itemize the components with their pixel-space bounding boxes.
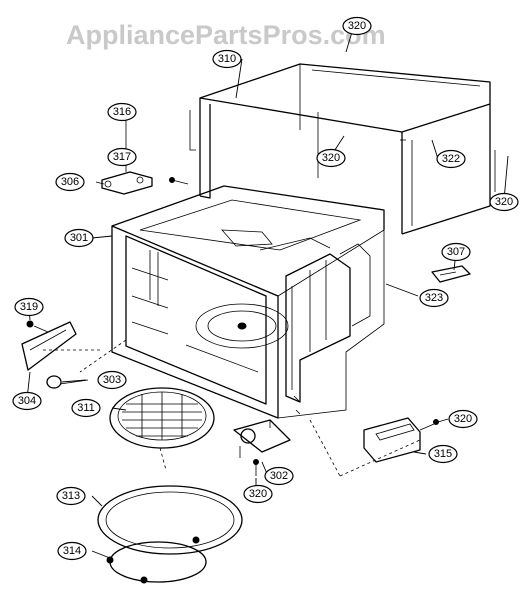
callout-bubble [56, 486, 86, 506]
callout-320: 320 [448, 409, 478, 429]
callout-bubble [342, 16, 372, 36]
callout-320: 320 [489, 192, 519, 212]
callout-317: 317 [107, 147, 137, 167]
watermark-text: AppliancePartsPros.com [66, 20, 386, 50]
callout-bubble [107, 102, 137, 122]
part-315-drawing [363, 417, 439, 463]
part-313-314-drawing [97, 485, 243, 584]
part-311-drawing [109, 387, 215, 449]
callout-bubble [14, 297, 44, 317]
part-number-label: 310 [218, 53, 236, 65]
callout-306: 306 [55, 172, 85, 192]
part-number-label: 315 [434, 448, 452, 460]
part-number-label: 320 [454, 413, 472, 425]
part-number-label: 302 [270, 470, 288, 482]
part-number-label: 316 [113, 106, 131, 118]
callout-bubble [64, 228, 94, 248]
outer-cabinet-drawing [189, 63, 496, 235]
part-number-label: 313 [62, 490, 80, 502]
part-306-drawing [101, 171, 153, 195]
callout-322: 322 [436, 149, 466, 169]
callout-314: 314 [57, 541, 87, 561]
callout-302: 302 [264, 466, 294, 486]
callout-bubble [441, 242, 471, 262]
callout-320: 320 [316, 148, 346, 168]
callout-bubble [448, 409, 478, 429]
part-number-label: 323 [425, 292, 443, 304]
callout-bubble [316, 148, 346, 168]
callout-bubble [212, 49, 242, 69]
callout-bubble [97, 370, 127, 390]
part-number-label: 322 [442, 153, 460, 165]
part-number-label: 304 [18, 395, 36, 407]
callout-319: 319 [14, 297, 44, 317]
callout-323: 323 [419, 288, 449, 308]
callout-316: 316 [107, 102, 137, 122]
callout-315: 315 [428, 444, 458, 464]
callout-bubble [71, 398, 101, 418]
callout-307: 307 [441, 242, 471, 262]
part-304-drawing [21, 320, 77, 371]
callout-bubble [12, 391, 42, 411]
callout-bubble [428, 444, 458, 464]
callout-313: 313 [56, 486, 86, 506]
callout-301: 301 [64, 228, 94, 248]
part-number-label: 317 [113, 151, 131, 163]
callout-bubble [489, 192, 519, 212]
callout-303: 303 [97, 370, 127, 390]
callout-bubble [419, 288, 449, 308]
part-number-label: 306 [61, 176, 79, 188]
part-number-label: 320 [348, 20, 366, 32]
part-number-label: 307 [447, 246, 465, 258]
callout-320: 320 [243, 484, 273, 504]
callout-320: 320 [342, 16, 372, 36]
part-number-label: 320 [249, 488, 267, 500]
part-302-drawing [233, 419, 291, 476]
part-number-label: 319 [20, 301, 38, 313]
oven-cavity-drawing [111, 185, 385, 419]
callout-bubble [243, 484, 273, 504]
callout-bubble [107, 147, 137, 167]
part-number-label: 320 [322, 152, 340, 164]
callout-bubble [264, 466, 294, 486]
callout-bubble [55, 172, 85, 192]
part-307-drawing [431, 265, 471, 283]
part-number-label: 320 [495, 196, 513, 208]
part-303-drawing [46, 375, 89, 389]
callout-310: 310 [212, 49, 242, 69]
callout-labels: 310 320 316 317 306 320 322 320 301 307 323 319 303 3… [12, 16, 519, 561]
callout-bubble [57, 541, 87, 561]
assembly-guides [40, 339, 421, 477]
part-number-label: 311 [77, 402, 95, 414]
part-number-label: 314 [63, 545, 81, 557]
callout-311: 311 [71, 398, 101, 418]
callout-304: 304 [12, 391, 42, 411]
callout-bubble [436, 149, 466, 169]
part-number-label: 303 [103, 374, 121, 386]
part-number-label: 301 [70, 232, 88, 244]
